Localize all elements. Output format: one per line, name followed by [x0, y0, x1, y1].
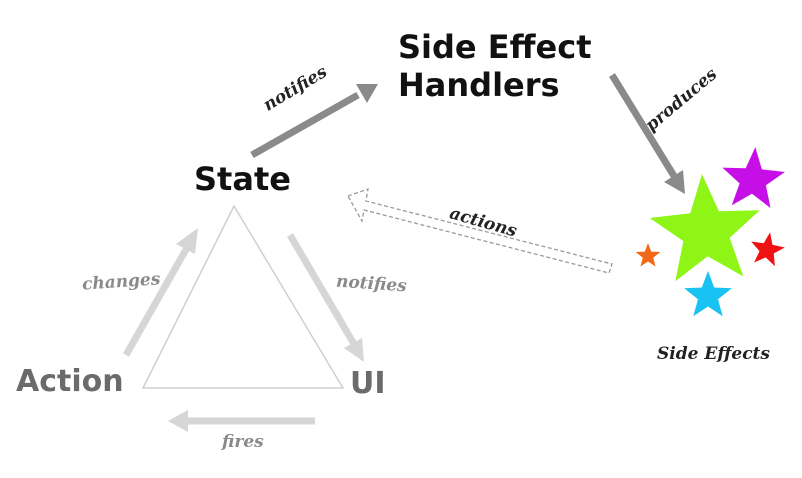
star-blue: [684, 271, 732, 317]
notifies-handlers-arrow: [250, 84, 378, 159]
changes-arrow: [122, 228, 198, 357]
actions-arrow: [347, 188, 613, 274]
star-red: [751, 232, 785, 267]
handlers-label-line2: Handlers: [398, 66, 560, 104]
fires-arrow: [168, 410, 315, 432]
side-effects-label: Side Effects: [657, 344, 770, 364]
star-green: [649, 174, 760, 282]
produces-arrow: [609, 73, 685, 194]
fires-label: fires: [222, 432, 264, 452]
ui-label: UI: [350, 366, 386, 401]
star-purple: [722, 147, 785, 208]
handlers-label-line1: Side Effect: [398, 28, 592, 66]
star-orange: [635, 243, 661, 267]
action-label: Action: [16, 364, 124, 399]
notifies-ui-arrow: [286, 233, 364, 362]
state-label: State: [194, 160, 291, 198]
side-effects-stars: [635, 147, 785, 317]
cycle-triangle: [141, 204, 345, 389]
